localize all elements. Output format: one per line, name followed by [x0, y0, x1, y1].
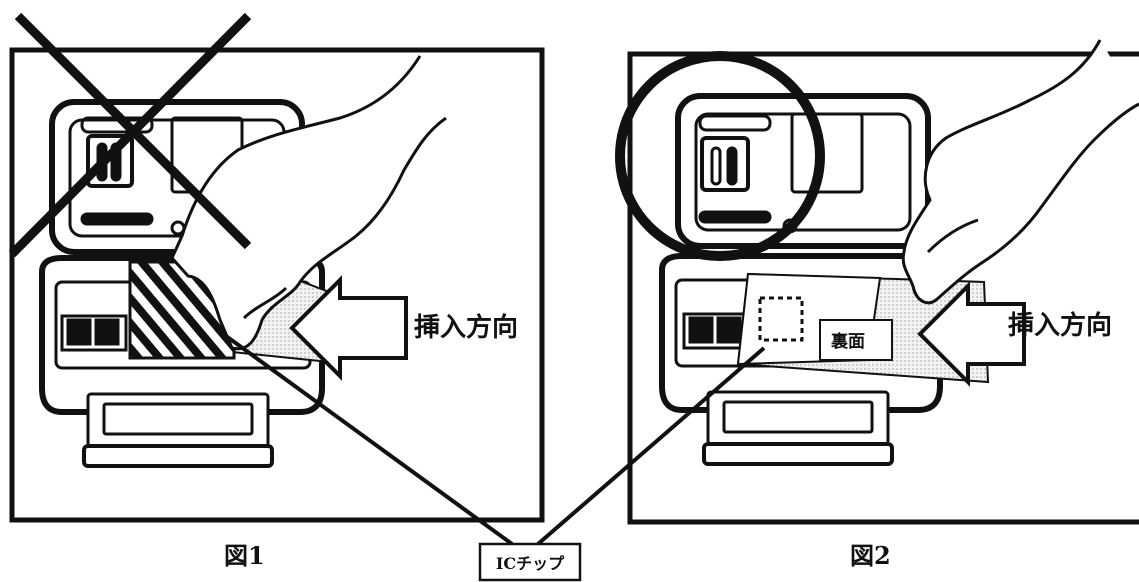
insertion-arrow	[917, 281, 1026, 387]
hand-illustration	[170, 55, 447, 351]
ic-chip-label-box	[478, 542, 582, 582]
figure-1: 挿入方向 図1	[8, 12, 545, 570]
figure-1-caption: 図1	[224, 541, 265, 570]
ok-circle-mark	[615, 51, 825, 261]
insert-direction-label: 挿入方向	[414, 312, 518, 343]
figure-2: 裏面 挿入方向 図2	[615, 39, 1139, 570]
hand-illustration	[901, 39, 1139, 305]
figure-2-caption: 図2	[850, 541, 891, 570]
callout-line-figure-1	[224, 334, 514, 546]
ic-chip-callout: ICチップ	[224, 334, 766, 582]
card-back-label-box	[819, 319, 893, 361]
ng-cross-mark	[8, 12, 252, 258]
callout-line-figure-2	[536, 346, 766, 546]
ic-chip-label: ICチップ	[496, 554, 565, 573]
insertion-arrow	[289, 275, 408, 381]
ic-chip-outline	[758, 296, 804, 342]
insert-direction-label: 挿入方向	[1008, 310, 1112, 341]
card-back-label: 裏面	[830, 331, 865, 352]
